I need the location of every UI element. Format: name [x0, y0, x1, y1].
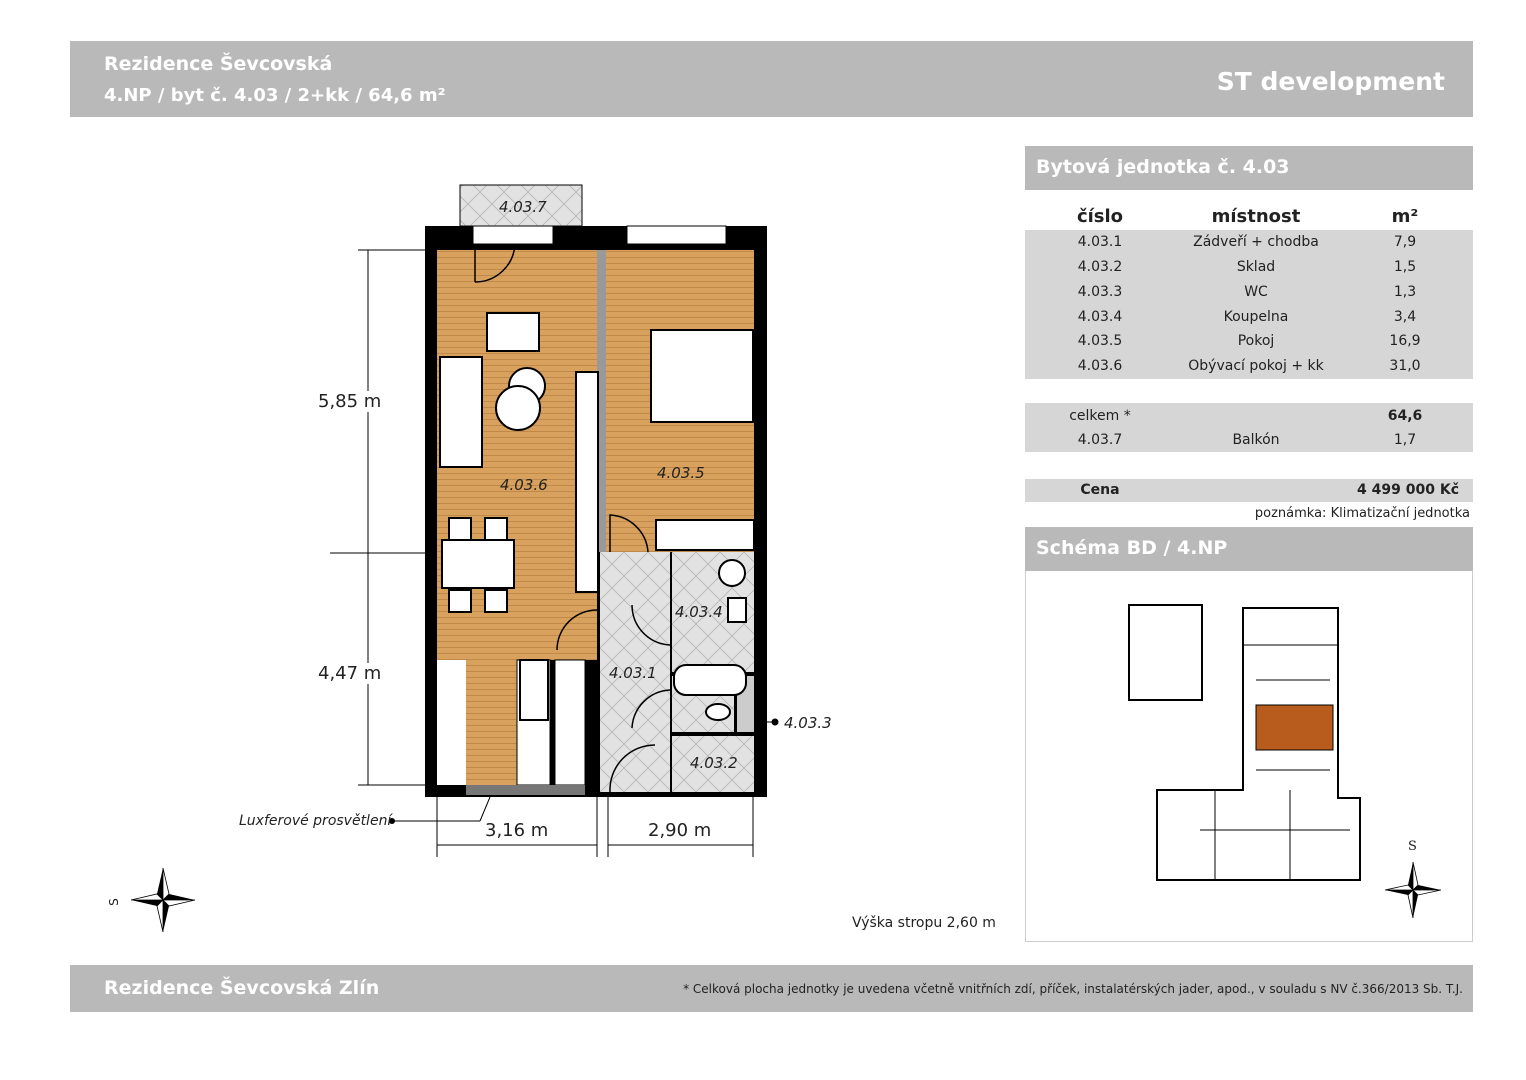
project-title: Rezidence Ševcovská — [104, 53, 333, 75]
price-label: Cena — [1080, 482, 1120, 498]
room-label-wc: 4.03.3 — [784, 714, 832, 732]
room-label-hallway: 4.03.1 — [609, 664, 657, 682]
footer-title: Rezidence Ševcovská Zlín — [104, 977, 380, 999]
col-number: číslo — [1076, 206, 1124, 227]
room-label-bedroom: 4.03.5 — [657, 464, 705, 482]
unit-subtitle: 4.NP / byt č. 4.03 / 2+kk / 64,6 m² — [104, 85, 446, 106]
footer-note: * Celková plocha jednotky je uvedena vče… — [683, 982, 1463, 996]
schema-compass-icon — [1384, 861, 1442, 919]
unit-title-bar: Bytová jednotka č. 4.03 — [1025, 146, 1473, 190]
dim-height-top: 5,85 m — [318, 391, 382, 412]
compass-letter: S — [106, 898, 121, 906]
unit-highlight — [1255, 704, 1334, 751]
col-room: místnost — [1211, 206, 1301, 227]
schema-compass-letter: S — [1408, 839, 1417, 854]
unit-title: Bytová jednotka č. 4.03 — [1036, 156, 1290, 178]
room-label-living: 4.03.6 — [500, 476, 548, 494]
col-area: m² — [1391, 206, 1419, 227]
price-row: Cena 4 499 000 Kč — [1025, 479, 1473, 502]
header-bar: Rezidence Ševcovská 4.NP / byt č. 4.03 /… — [70, 41, 1473, 117]
glass-block-label: Luxferové prosvětlení — [239, 813, 392, 829]
price-value: 4 499 000 Kč — [1357, 482, 1459, 498]
ceiling-height: Výška stropu 2,60 m — [852, 915, 996, 931]
footer-bar: Rezidence Ševcovská Zlín * Celková ploch… — [70, 965, 1473, 1012]
room-label-storage: 4.03.2 — [690, 754, 738, 772]
totals-block — [1025, 403, 1473, 452]
note: poznámka: Klimatizační jednotka — [1254, 506, 1470, 521]
schema-box — [1025, 570, 1473, 942]
total-row: celkem * 64,6 — [1025, 405, 1473, 430]
building-schema — [1128, 604, 1361, 881]
room-label-balcony: 4.03.7 — [499, 198, 547, 216]
schema-title-bar: Schéma BD / 4.NP — [1025, 527, 1473, 571]
room-label-bathroom: 4.03.4 — [675, 603, 723, 621]
hallway-floor — [600, 552, 670, 792]
rooms-table — [1025, 230, 1473, 379]
storage-floor — [672, 736, 754, 792]
st-development-logo: ST development — [1216, 67, 1445, 96]
total-value: 64,6 — [1387, 408, 1423, 424]
compass-icon — [130, 867, 196, 933]
table-header: číslo místnost m² — [1025, 206, 1473, 231]
dim-width-left: 3,16 m — [485, 820, 549, 841]
dim-width-right: 2,90 m — [648, 820, 712, 841]
schema-title: Schéma BD / 4.NP — [1036, 537, 1228, 559]
dim-height-bottom: 4,47 m — [318, 663, 382, 684]
total-label: celkem * — [1069, 408, 1131, 424]
